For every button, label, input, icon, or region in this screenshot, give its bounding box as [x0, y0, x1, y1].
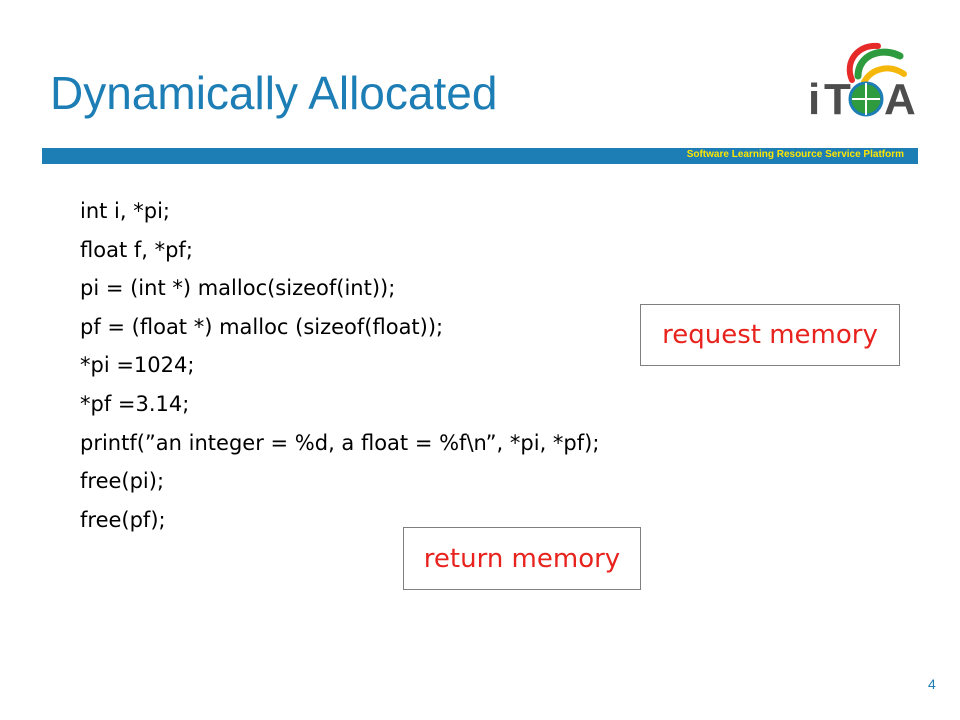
logo-yellow-arc: [861, 65, 907, 85]
code-line: int i, *pi;: [80, 199, 170, 223]
header-banner: Software Learning Resource Service Platf…: [42, 148, 918, 164]
code-block: int i, *pi; float f, *pf; pi = (int *) m…: [80, 192, 599, 539]
code-line: pf = (float *) malloc (sizeof(float));: [80, 314, 444, 339]
code-line: *pi =1024;: [80, 353, 195, 378]
code-line: float f, *pf;: [80, 237, 193, 262]
code-line: free(pi);: [80, 469, 165, 494]
banner-text: Software Learning Resource Service Platf…: [686, 149, 904, 160]
logo-red-arc: [846, 42, 881, 83]
page-number: 4: [928, 676, 936, 692]
itsa-logo: i T A: [808, 42, 916, 124]
code-line: *pf =3.14;: [80, 391, 190, 416]
return-memory-callout: return memory: [403, 527, 641, 590]
code-line: free(pf);: [80, 507, 166, 532]
slide-title: Dynamically Allocated: [50, 67, 498, 119]
request-memory-callout: request memory: [640, 304, 900, 366]
code-line: printf(”an integer = %d, a float = %f\n”…: [80, 430, 600, 455]
code-line: pi = (int *) malloc(sizeof(int));: [80, 276, 396, 301]
logo-letter-a: A: [884, 75, 916, 124]
logo-green-arc: [854, 48, 904, 80]
logo-letter-i: i: [808, 75, 820, 124]
logo-letter-t: T: [824, 75, 851, 124]
